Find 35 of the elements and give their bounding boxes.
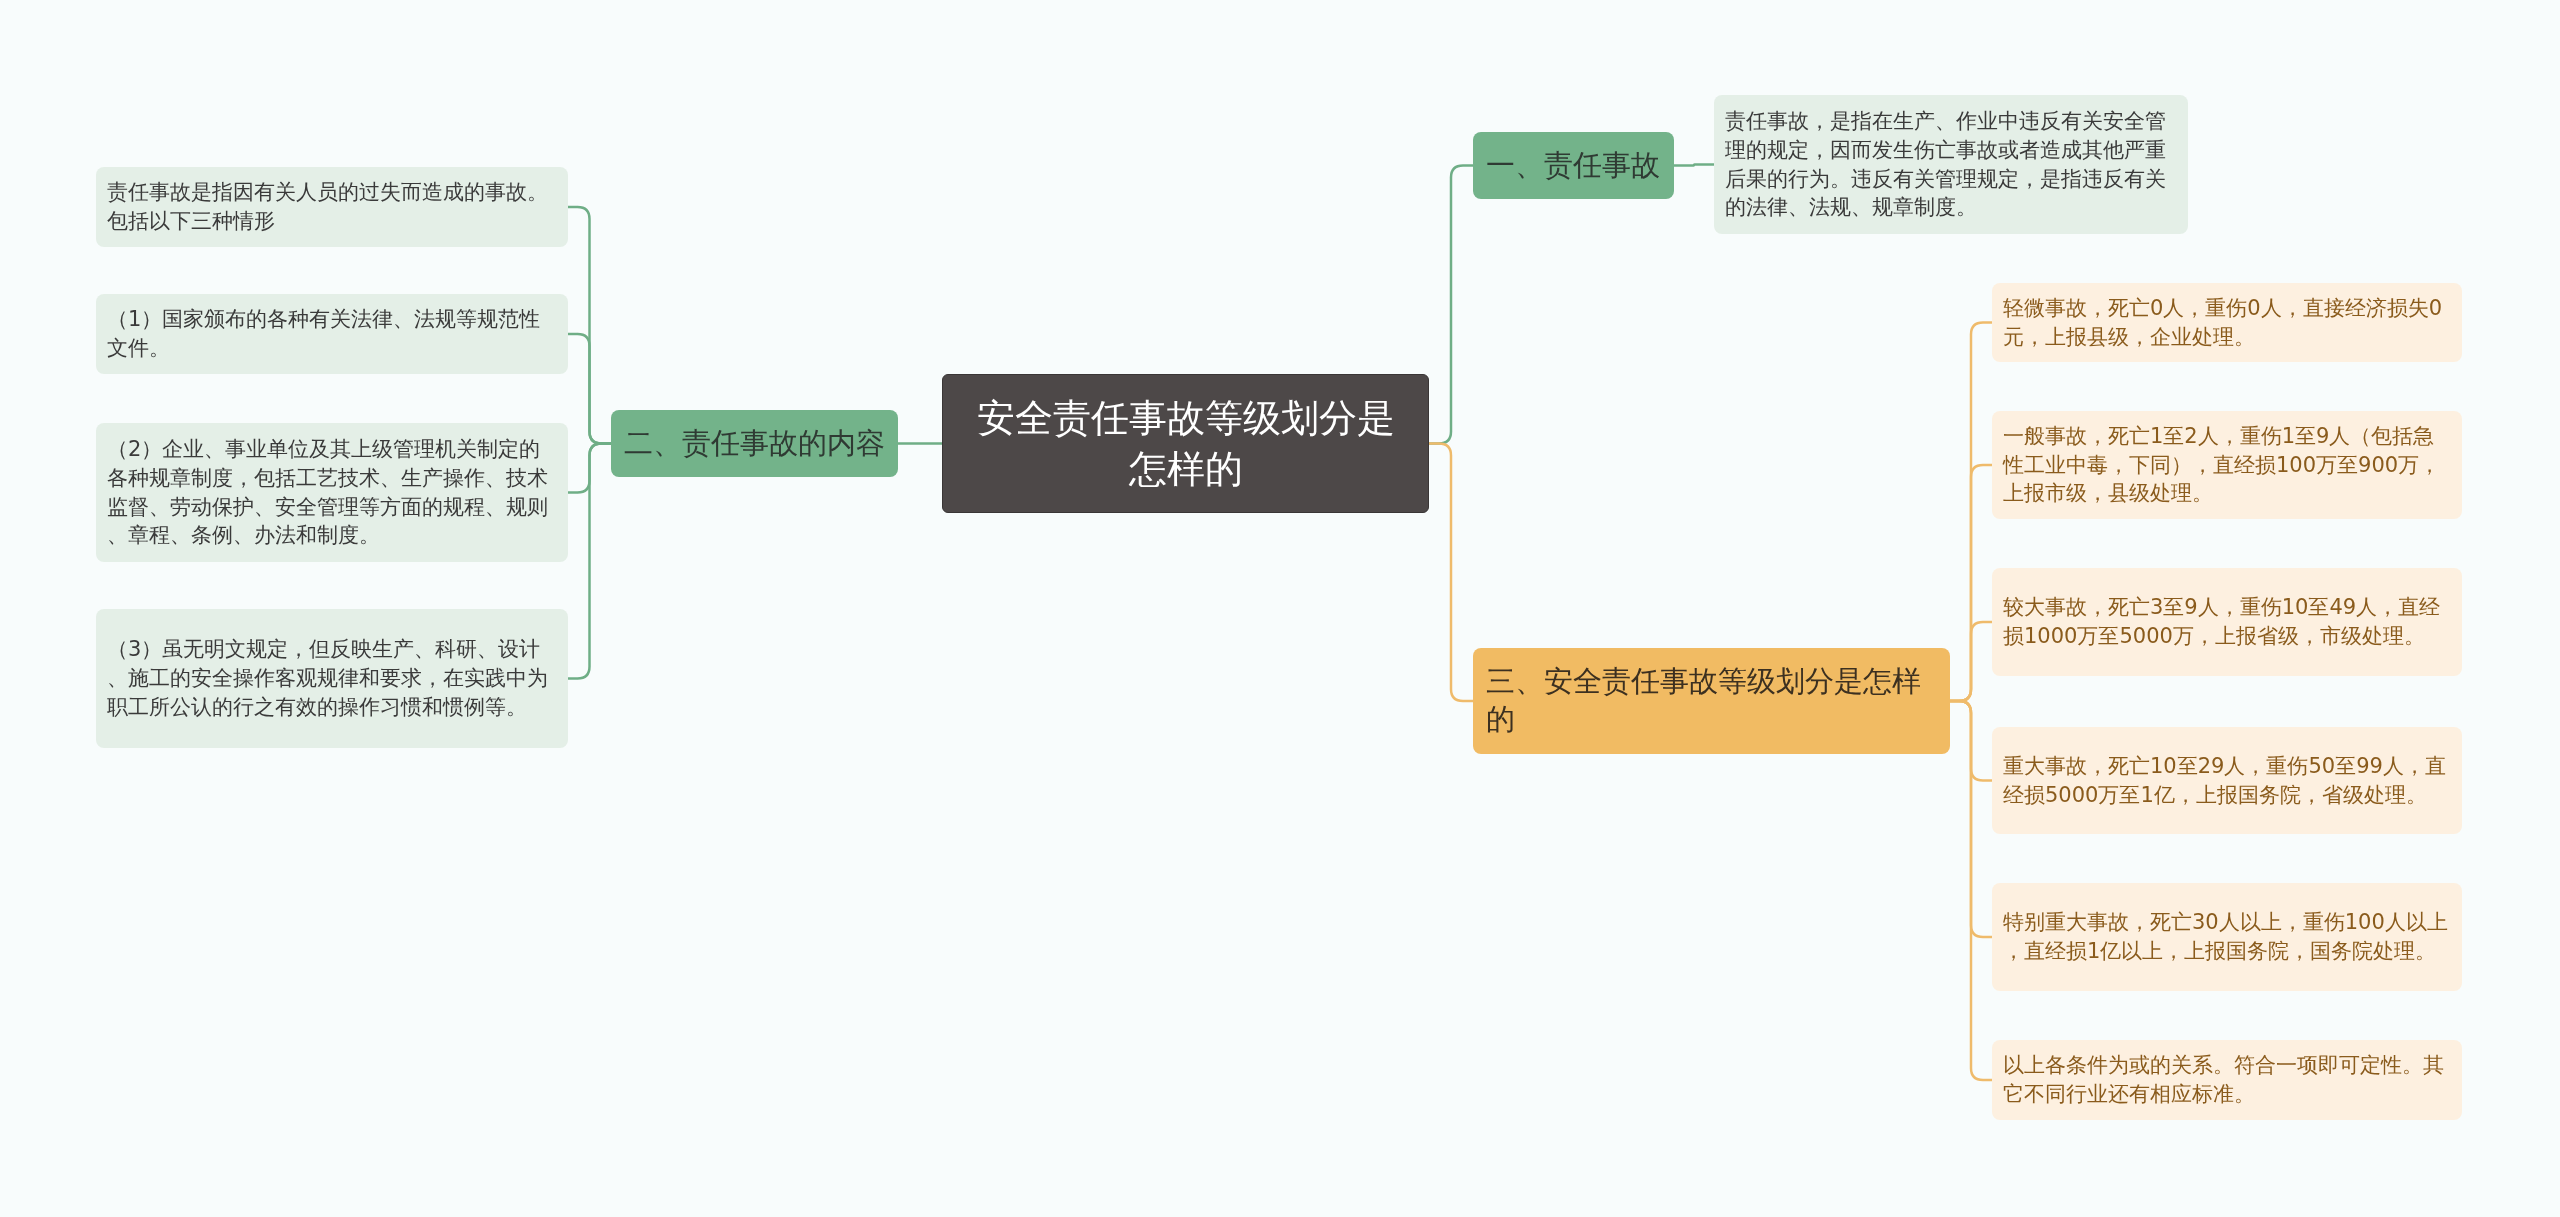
- topic-text: （1）国家颁布的各种有关法律、法规等规范性文件。: [107, 306, 542, 362]
- topic-text: 轻微事故，死亡0人，重伤0人，直接经济损失0元，上报县级，企业处理。: [2003, 294, 2444, 351]
- connector-line: [1674, 163, 1714, 167]
- central-topic-box: [942, 374, 1429, 513]
- topic-text: 重大事故，死亡10至29人，重伤50至99人，直经损5000万至1亿，上报国务院，省级处理。: [2003, 752, 2447, 809]
- connector-line: [898, 442, 942, 445]
- connector-line: [1429, 442, 1473, 703]
- branch-topic-box: [611, 410, 898, 477]
- subtopic-card: [96, 167, 568, 247]
- subtopic-card: [96, 294, 568, 374]
- topic-text: 责任事故是指因有关人员的过失而造成的事故。包括以下三种情形: [107, 179, 549, 235]
- topic-text: 特别重大事故，死亡30人以上，重伤100人以上，直经损1亿以上，上报国务院，国务院处理。: [2003, 909, 2449, 965]
- topic-text: 责任事故，是指在生产、作业中违反有关安全管理的规定，因而发生伤亡事故或者造成其他严重后果的行为。违反有关管理规定，是指违反有关的法律、法规、规章制度。: [1725, 107, 2167, 222]
- subtopic-card: [1992, 883, 2462, 991]
- topic-text: 三、安全责任事故等级划分是怎样的: [1486, 663, 1922, 738]
- topic-text: 以上各条件为或的关系。符合一项即可定性。其它不同行业还有相应标准。: [2003, 1052, 2445, 1108]
- subtopic-card: [96, 423, 568, 562]
- topic-text: 一、责任事故: [1486, 146, 1660, 184]
- topic-text: （2）企业、事业单位及其上级管理机关制定的各种规章制度，包括工艺技术、生产操作、技术监督、劳动保护、安全管理等方面的规程、规则、章程、条例、办法和制度。: [107, 435, 549, 550]
- topic-text: （3）虽无明文规定，但反映生产、科研、设计、施工的安全操作客观规律和要求，在实践中为职工所公认的行之有效的操作习惯和惯例等。: [107, 636, 549, 721]
- topic-text: 较大事故，死亡3至9人，重伤10至49人，直经损1000万至5000万，上报省级，市级处理。: [2003, 594, 2442, 650]
- subtopic-card: [1714, 95, 2188, 234]
- subtopic-card: [1992, 1040, 2462, 1120]
- subtopic-card: [1992, 727, 2462, 834]
- branch-topic-box: [1473, 648, 1950, 754]
- subtopic-card: [1992, 568, 2462, 676]
- subtopic-card: [96, 609, 568, 748]
- branch-topic-box: [1473, 132, 1674, 199]
- topic-text: 一般事故，死亡1至2人，重伤1至9人（包括急性工业中毒，下同），直经损100万至900万，上报市级，县级处理。: [2003, 422, 2442, 508]
- subtopic-card: [1992, 411, 2462, 519]
- topic-text: 二、责任事故的内容: [624, 424, 885, 462]
- connector-line: [1950, 699, 1992, 1082]
- topic-text: 安全责任事故等级划分是怎样的: [975, 394, 1396, 493]
- connector-line: [568, 442, 611, 680]
- subtopic-card: [1992, 283, 2462, 362]
